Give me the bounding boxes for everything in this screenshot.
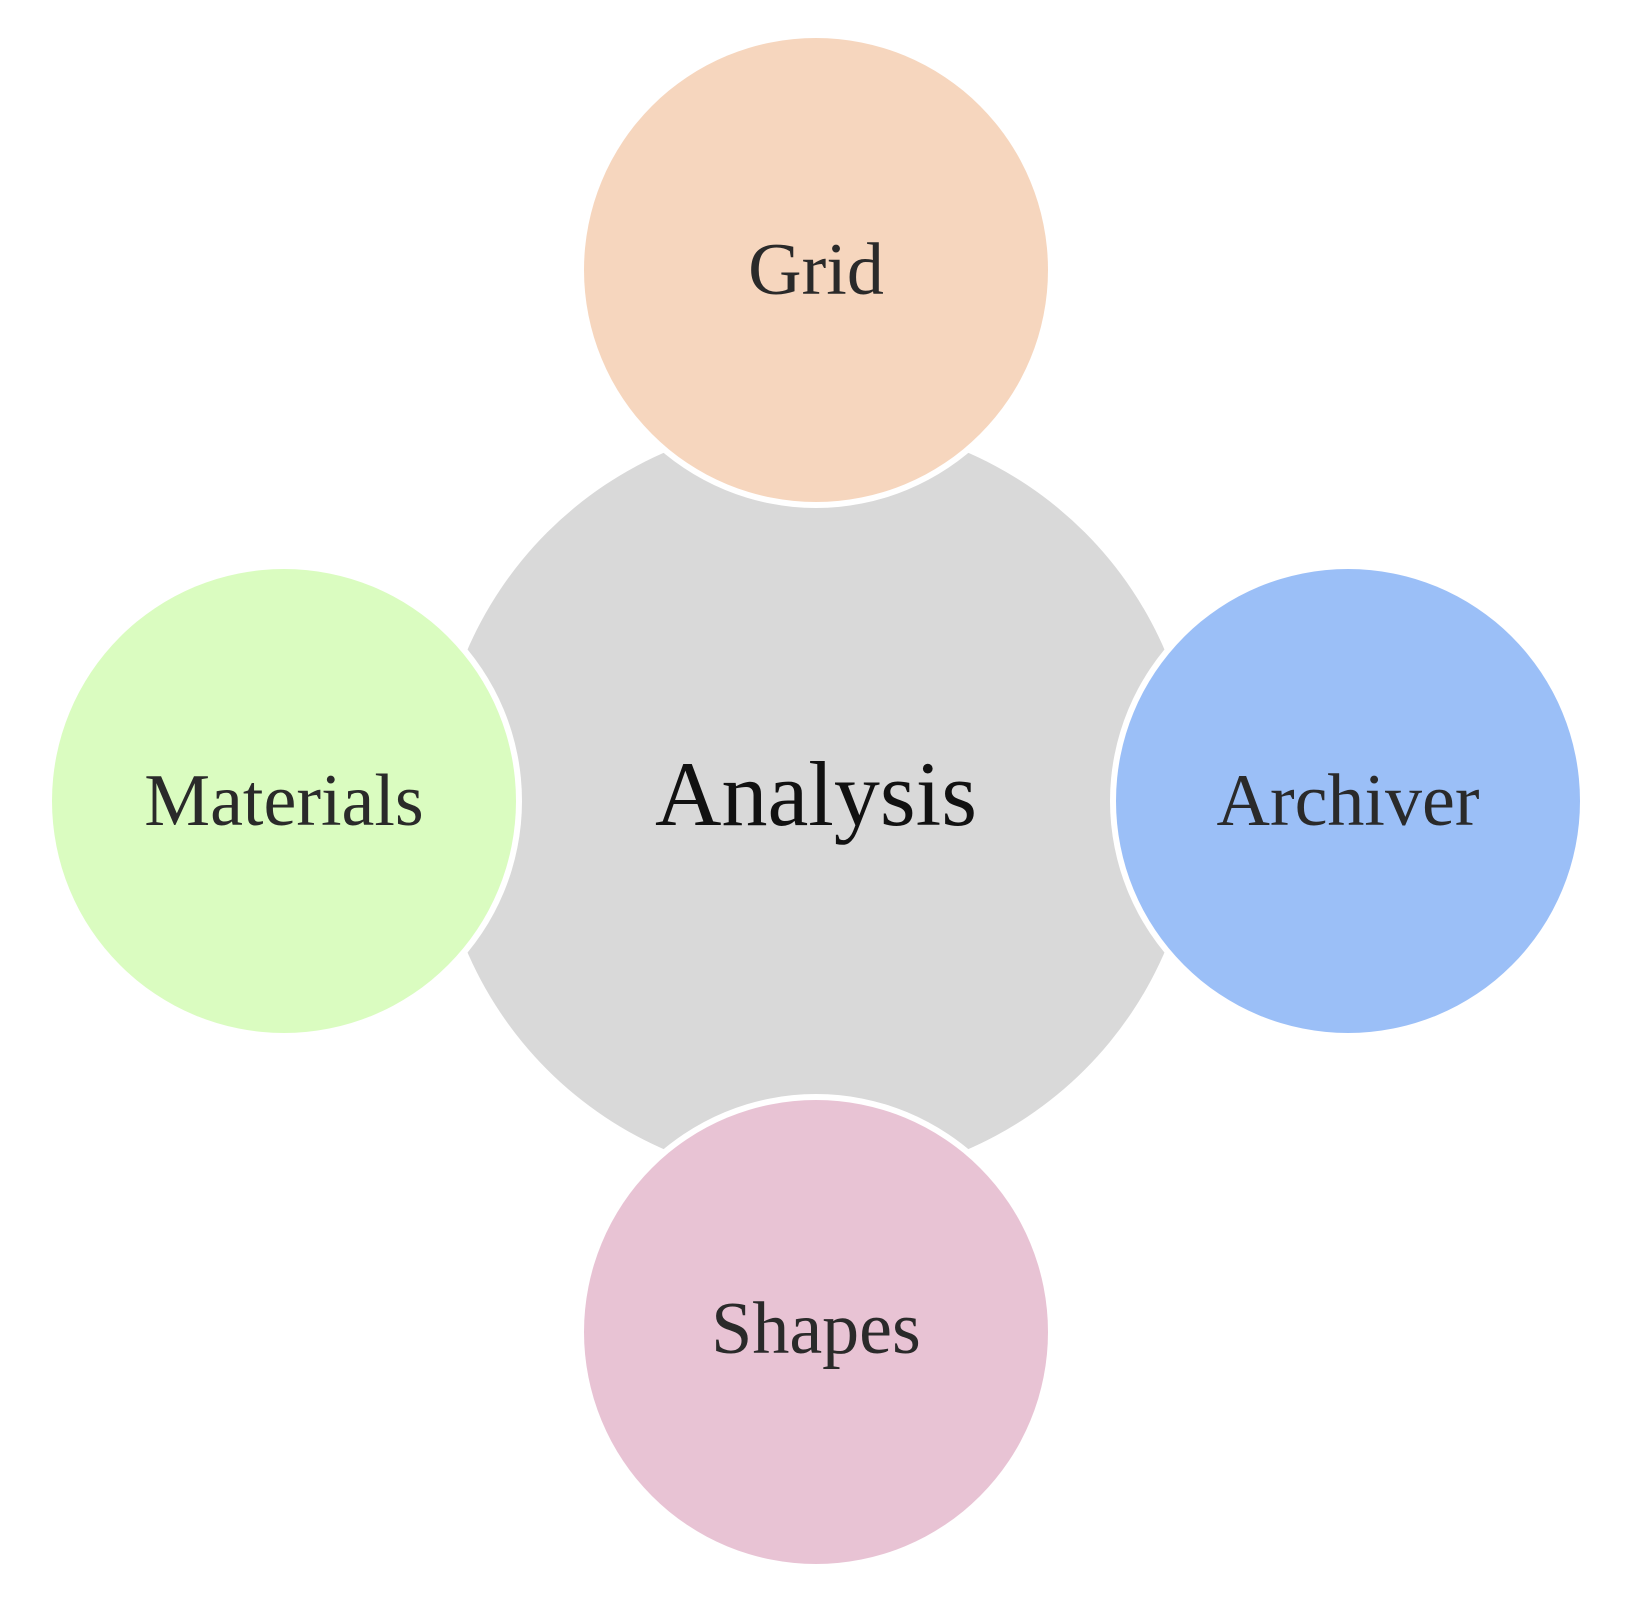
satellite-right-label: Archiver bbox=[1217, 760, 1480, 842]
satellite-left-label: Materials bbox=[144, 760, 423, 842]
satellite-left bbox=[46, 563, 522, 1039]
satellite-top-label: Grid bbox=[748, 229, 884, 311]
satellite-bottom bbox=[578, 1094, 1054, 1570]
satellite-left-circle bbox=[52, 569, 516, 1033]
satellite-right-circle bbox=[1116, 569, 1580, 1033]
satellite-bottom-label: Shapes bbox=[711, 1288, 921, 1370]
satellite-bottom-circle bbox=[584, 1100, 1048, 1564]
satellite-right bbox=[1110, 563, 1586, 1039]
center-label: Analysis bbox=[655, 743, 977, 845]
satellite-top-circle bbox=[584, 38, 1048, 502]
satellite-top bbox=[578, 32, 1054, 508]
center-circle bbox=[436, 421, 1196, 1181]
